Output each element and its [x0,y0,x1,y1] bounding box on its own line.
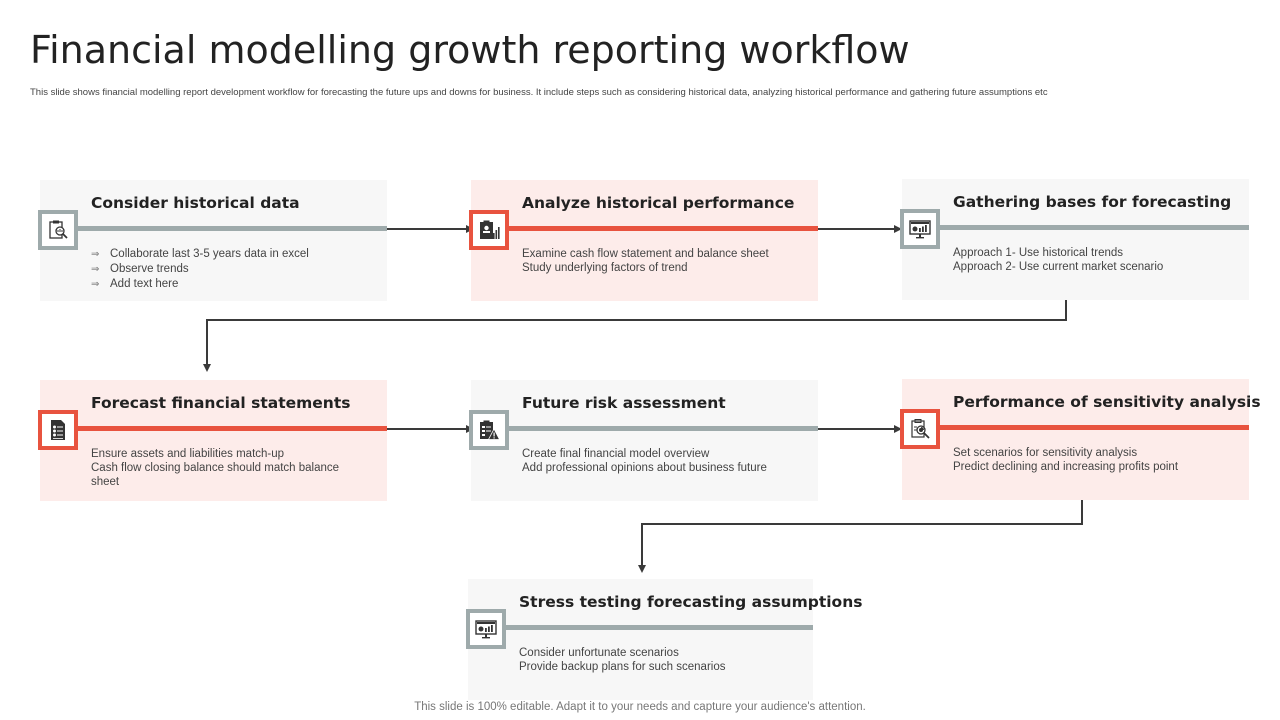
step-card-future-risk-assessment: Future risk assessment Create final fina… [469,380,818,501]
monitor-chart-icon [466,609,506,649]
step-card-forecast-financial-statements: Forecast financial statements Ensure ass… [38,380,387,501]
step-details: Set scenarios for sensitivity analysis P… [953,447,1179,473]
step-divider [902,425,1249,430]
step-title: Performance of sensitivity analysis [953,393,1261,411]
step-details: ⇒Collaborate last 3-5 years data in exce… [91,248,309,290]
step-title: Gathering bases for forecasting [953,193,1232,211]
step-details: Approach 1- Use historical trends Approa… [953,247,1164,273]
step-details: Consider unfortunate scenarios Provide b… [519,647,726,673]
step-divider [471,226,818,231]
step-title: Consider historical data [91,194,300,212]
footer-note: This slide is 100% editable. Adapt it to… [414,701,866,713]
arrow-bullet-icon: ⇒ [91,279,100,290]
page-subtitle: This slide shows financial modelling rep… [30,87,1048,98]
step-divider [468,625,813,630]
step-card-consider-historical-data: Consider historical data ⇒Collaborate la… [38,180,387,301]
arrow-bullet-icon: ⇒ [91,264,100,275]
step-title: Stress testing forecasting assumptions [519,593,863,611]
arrow-bullet-icon: ⇒ [91,249,100,260]
report-magnifier-icon [900,409,940,449]
clipboard-profile-chart-icon [469,210,509,250]
step-card-analyze-historical-performance: Analyze historical performance Examine c… [469,180,818,301]
step-card-gathering-bases-for-forecasting: Gathering bases for forecasting Approach… [900,179,1249,300]
clipboard-warning-icon [469,410,509,450]
step-divider [40,226,387,231]
step-divider [471,426,818,431]
monitor-chart-icon [900,209,940,249]
page-title: Financial modelling growth reporting wor… [30,28,910,72]
step-title: Future risk assessment [522,394,726,412]
step-details: Examine cash flow statement and balance … [522,248,769,274]
step-card-stress-testing-forecasting-assumptions: Stress testing forecasting assumptions C… [466,579,862,700]
step-title: Forecast financial statements [91,394,351,412]
clipboard-magnifier-icon [38,210,78,250]
step-divider [40,426,387,431]
step-card-performance-of-sensitivity-analysis: Performance of sensitivity analysis Set … [900,379,1261,500]
step-details: Ensure assets and liabilities match-up C… [91,448,340,488]
checklist-document-icon [38,410,78,450]
step-divider [902,225,1249,230]
step-details: Create final financial model overview Ad… [522,448,767,474]
step-title: Analyze historical performance [522,194,795,212]
